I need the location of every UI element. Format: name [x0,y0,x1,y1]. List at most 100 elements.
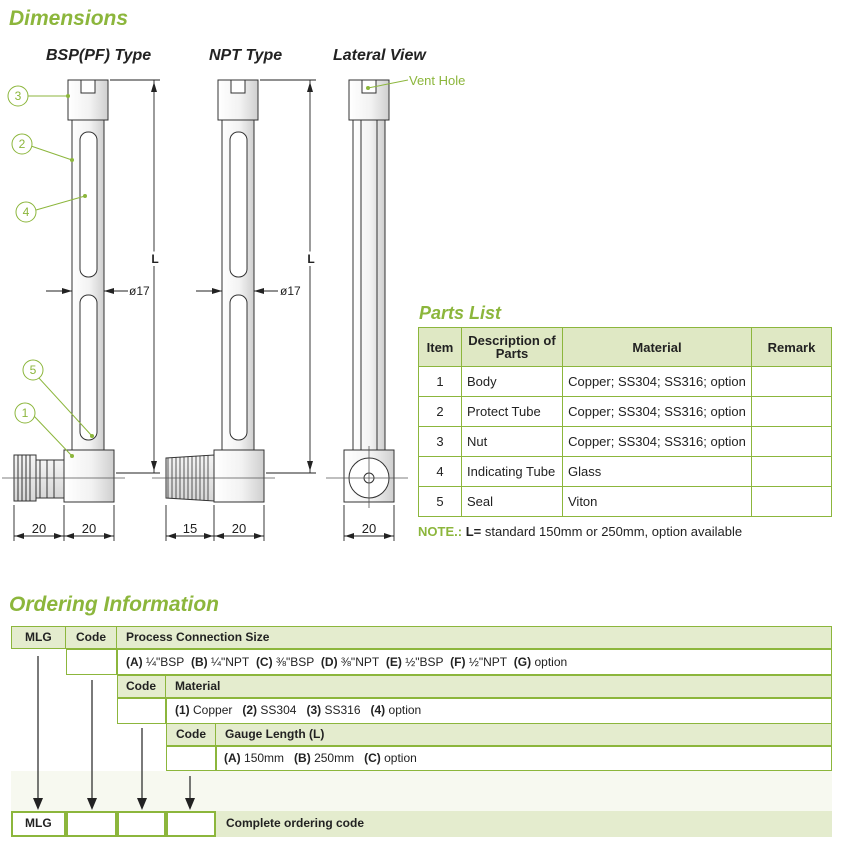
bsp-length-label: L [151,252,158,266]
npt-length-dimension [260,79,316,474]
npt-length-label: L [307,252,314,266]
svg-text:5: 5 [30,363,37,377]
gauge-options-cell [216,746,832,771]
callout-3: 3 [7,85,29,107]
callout-5: 5 [22,359,44,381]
table-row: 2 Protect Tube Copper; SS304; SS316; opt… [418,396,832,427]
note-key: NOTE.: [418,524,463,539]
mlg-header: MLG [25,630,52,644]
npt-dim-body: 20 [232,521,246,536]
callout-4: 4 [15,201,37,223]
bsp-diameter-label: ø17 [129,284,150,298]
callout-numbers: 3 2 4 5 1 [7,85,44,424]
npt-type-label: NPT Type [209,47,283,64]
code-header-2: Code [126,679,156,693]
complete-code-slot-2 [117,811,166,837]
gauge-options: (A) 150mm (B) 250mm (C) option [224,751,417,765]
complete-mlg-cell [11,811,66,837]
process-header-bar [11,626,832,649]
item-cell: 5 [418,486,462,517]
material-header-bar [117,675,832,698]
gauge-code-divider [166,723,216,746]
remark-cell [751,456,832,487]
code-header-1: Code [76,630,106,644]
material-options: (1) Copper (2) SS304 (3) SS316 (4) optio… [175,703,422,717]
lateral-view-label: Lateral View [333,47,426,64]
parts-list-title: Parts List [419,303,502,323]
npt-bottom-dimensions [165,505,265,541]
col-material: Material [562,327,752,367]
process-options-cell [117,649,832,675]
parts-note: NOTE.: L= standard 150mm or 250mm, optio… [418,524,742,539]
lateral-gauge [343,79,395,503]
lateral-centerlines [326,446,408,508]
material-cell: Copper; SS304; SS316; option [562,366,752,397]
npt-diameter-label: ø17 [280,284,301,298]
gauge-title: Gauge Length (L) [225,727,325,741]
vent-hole-leader [367,79,409,89]
table-row: 4 Indicating Tube Glass [418,456,832,487]
complete-mlg: MLG [25,816,52,830]
svg-text:2: 2 [19,137,26,151]
material-cell: Copper; SS304; SS316; option [562,426,752,457]
ordering-title: Ordering Information [9,593,219,616]
item-cell: 1 [418,366,462,397]
material-options-cell [166,698,832,724]
svg-text:1: 1 [22,406,29,420]
item-cell: 3 [418,426,462,457]
dimensions-title: Dimensions [9,7,129,30]
complete-code-label: Complete ordering code [226,816,365,830]
npt-dim-connector: 15 [183,521,197,536]
remark-cell [751,366,832,397]
note-l: L= [465,524,482,539]
table-row: 5 Seal Viton [418,486,832,517]
note-text: standard 150mm or 250mm, option availabl… [484,524,743,539]
mlg-divider [11,626,66,649]
code-divider [66,626,117,649]
material-cell: Copper; SS304; SS316; option [562,396,752,427]
bsp-length-dimension [110,79,160,474]
description-cell: Seal [461,486,563,517]
callout-dots [66,94,94,458]
lateral-dim-body: 20 [362,521,376,536]
material-code-cell [117,698,166,724]
bsp-type-label: BSP(PF) Type [46,47,152,64]
gauge-header-bar [166,723,832,746]
callout-1: 1 [14,402,36,424]
col-item: Item [418,327,462,367]
svg-text:3: 3 [15,89,22,103]
code-header-3: Code [176,727,206,741]
material-title: Material [175,679,221,693]
description-cell: Body [461,366,563,397]
remark-cell [751,486,832,517]
process-options: (A) ¼"BSP (B) ¼"NPT (C) ⅜"BSP (D) ⅜"NPT … [126,655,568,669]
gauge-code-cell [166,746,216,771]
col-remark: Remark [751,327,832,367]
vent-hole-label: Vent Hole [409,73,465,88]
parts-header-row: Item Description of Parts Material Remar… [418,327,832,367]
bsp-dim-body: 20 [82,521,96,536]
description-cell: Indicating Tube [461,456,563,487]
material-cell: Viton [562,486,752,517]
callout-2: 2 [11,133,33,155]
process-title: Process Connection Size [126,630,270,644]
col-description: Description of Parts [461,327,563,367]
table-row: 1 Body Copper; SS304; SS316; option [418,366,832,397]
remark-cell [751,426,832,457]
ordering-arrows [37,656,191,800]
parts-table: Item Description of Parts Material Remar… [418,327,832,517]
complete-code-slot-3 [166,811,216,837]
table-row: 3 Nut Copper; SS304; SS316; option [418,426,832,457]
material-code-divider [117,675,166,698]
description-cell: Nut [461,426,563,457]
bsp-dim-connector: 20 [32,521,46,536]
complete-code-slot-1 [66,811,117,837]
material-cell: Glass [562,456,752,487]
item-cell: 4 [418,456,462,487]
description-cell: Protect Tube [461,396,563,427]
svg-text:4: 4 [23,205,30,219]
bsp-bottom-dimensions [13,505,115,541]
process-code-cell [66,649,117,675]
callout-leaders [28,95,93,457]
